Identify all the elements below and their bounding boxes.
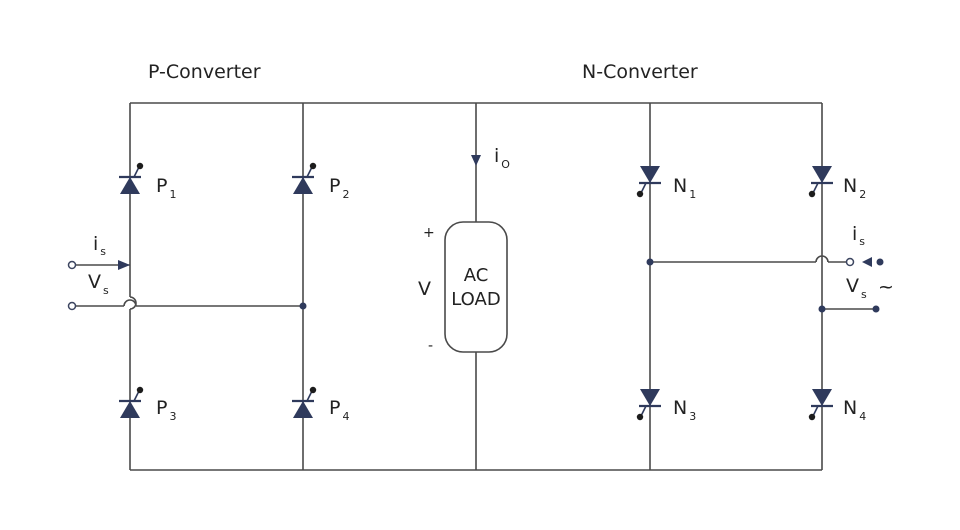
ac-load-box xyxy=(444,221,508,353)
thyristor-n4 xyxy=(808,389,833,421)
ac-source-symbol: ~ xyxy=(878,276,894,298)
thyristor-n3 xyxy=(636,389,661,421)
thyristor-n2 xyxy=(808,166,833,198)
terminal-right-bottom xyxy=(872,305,880,313)
frame-wires xyxy=(72,102,876,471)
thyristor-p1 xyxy=(119,162,144,194)
thyristor-p3 xyxy=(119,386,144,418)
load-minus-sign: - xyxy=(428,338,433,354)
load-plus-sign: + xyxy=(423,225,435,241)
ac-load-line1: AC xyxy=(464,265,489,286)
junction-dot xyxy=(299,302,307,310)
junction-dot xyxy=(818,305,826,313)
ac-load-line2: LOAD xyxy=(451,289,500,310)
terminal-right-top-outer xyxy=(876,258,884,266)
thyristor-p4 xyxy=(292,386,317,418)
thyristor-p2 xyxy=(292,162,317,194)
n-converter-title: N-Converter xyxy=(582,61,698,83)
terminal-left-bottom xyxy=(67,301,77,311)
is-arrow-left xyxy=(118,260,130,270)
load-voltage-label: V xyxy=(418,278,431,300)
p-converter-title: P-Converter xyxy=(148,61,261,83)
terminal-left-top xyxy=(67,260,77,270)
thyristor-n1 xyxy=(636,166,661,198)
terminal-right-top xyxy=(845,257,855,267)
io-arrow xyxy=(471,155,481,166)
is-arrow-right xyxy=(862,257,872,267)
junction-dot xyxy=(646,258,654,266)
